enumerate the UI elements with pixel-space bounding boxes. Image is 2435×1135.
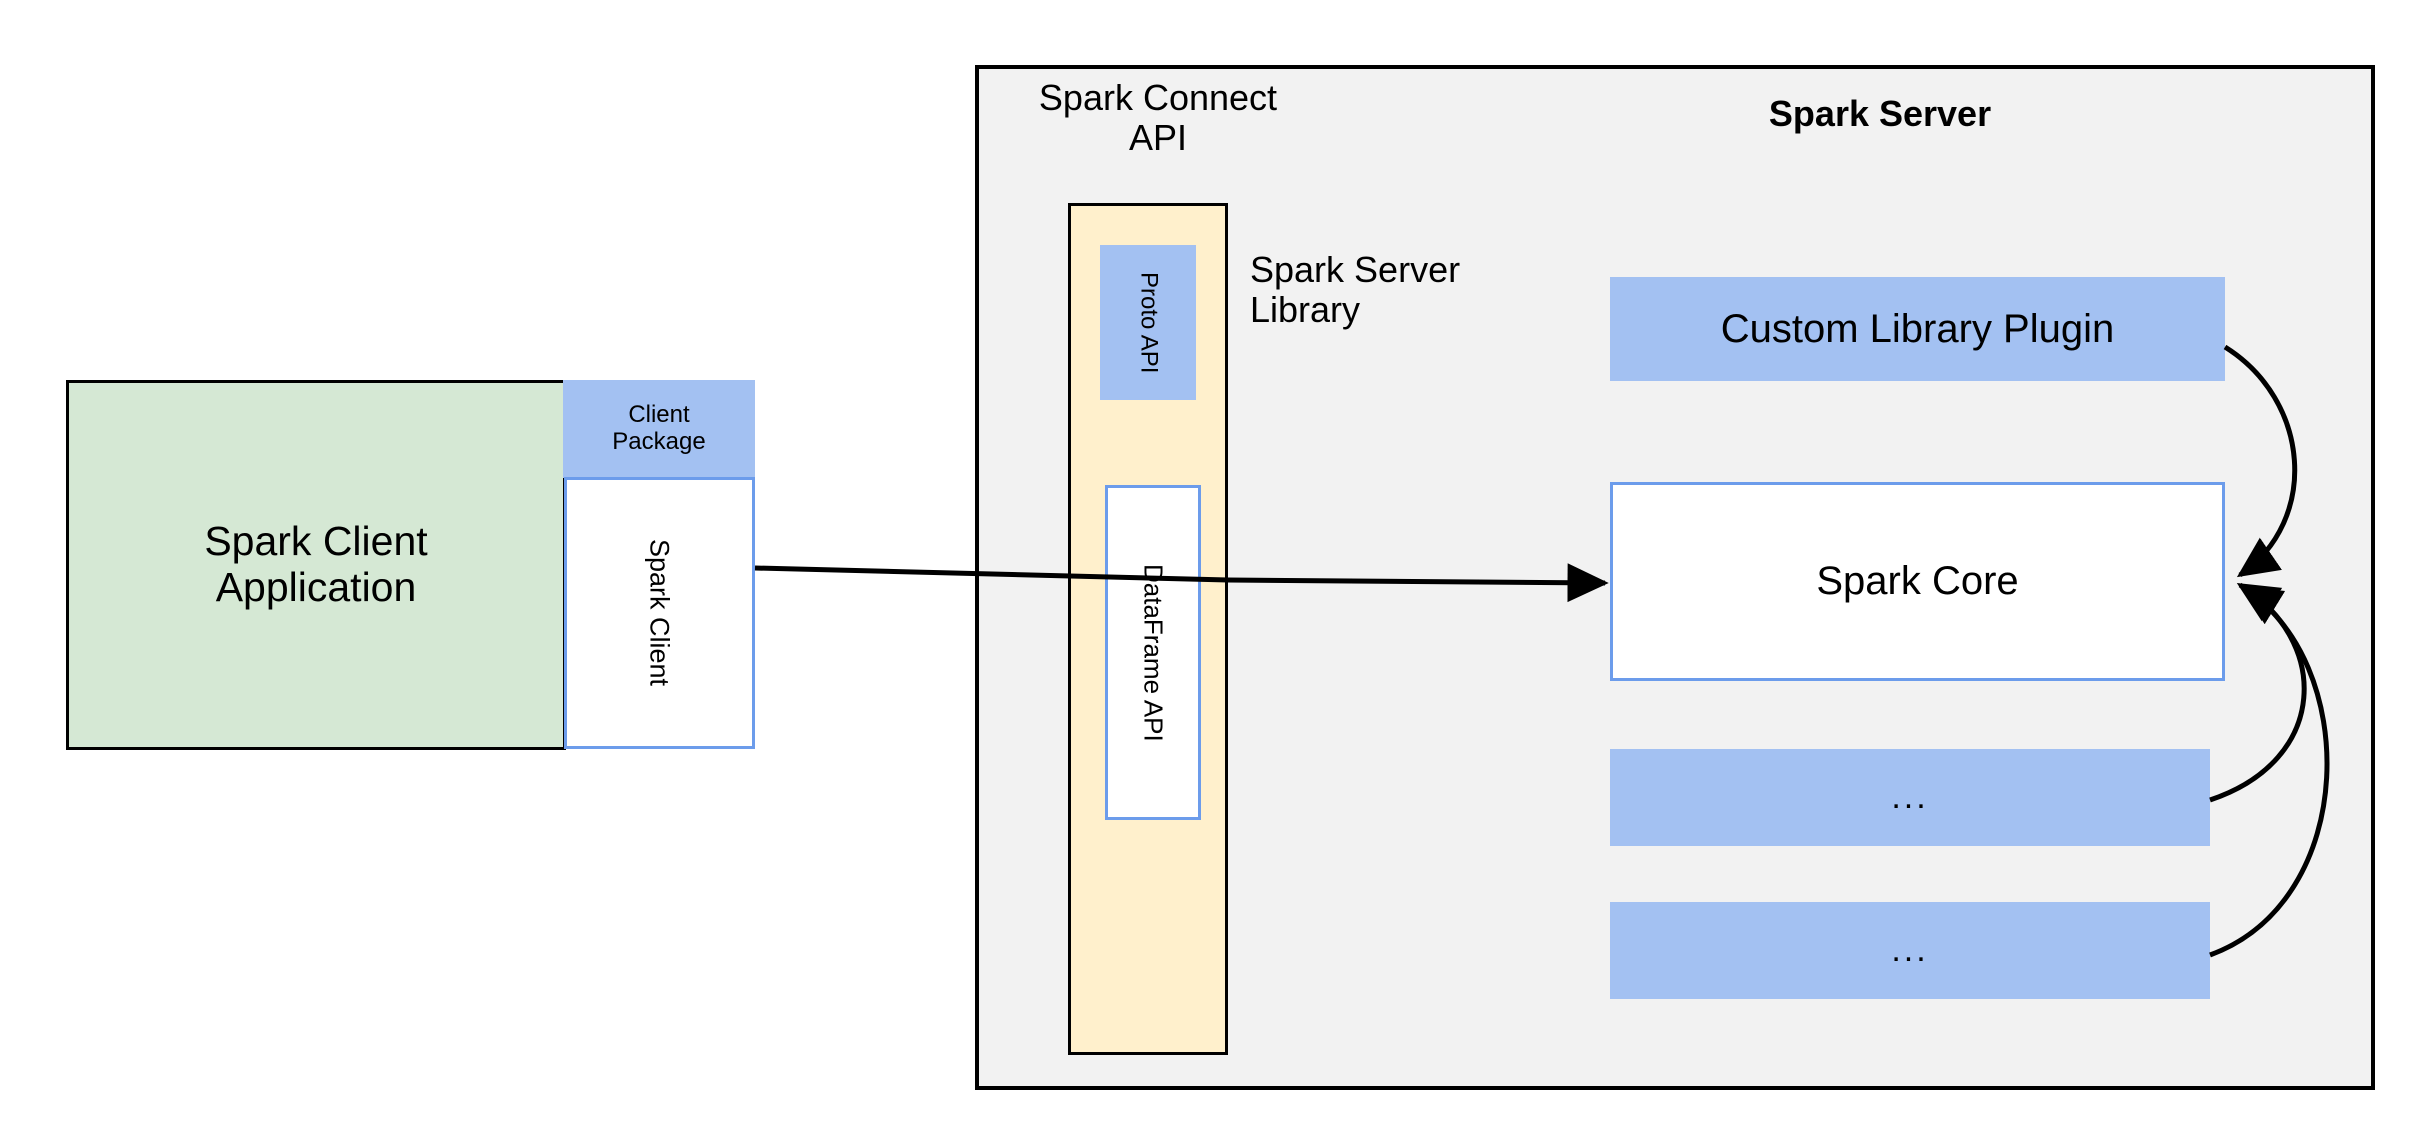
custom-library-plugin-label: Custom Library Plugin — [1720, 306, 2115, 351]
spark-client-label: Spark Client — [644, 539, 675, 687]
client-package-label: Client Package — [612, 401, 706, 456]
spark-client-application-label: Spark Client Application — [204, 518, 428, 611]
spark-client-application-label-line1: Spark Client — [204, 518, 428, 565]
client-package-label-line1: Client — [628, 401, 690, 429]
dataframe-api-label: DataFrame API — [1138, 563, 1169, 742]
ellipsis-box-2[interactable]: ... — [1610, 902, 2210, 999]
spark-server-library-label: Spark Server Library — [1250, 240, 1550, 340]
spark-connect-api-label: Spark Connect API — [1013, 68, 1303, 168]
ellipsis-box-1-label: ... — [1891, 778, 1929, 817]
ellipsis-box-2-label: ... — [1891, 931, 1929, 970]
spark-core-label: Spark Core — [1816, 559, 2019, 604]
spark-server-library-label-line2: Library — [1250, 289, 1361, 330]
spark-server-title: Spark Server — [1768, 92, 1992, 134]
spark-client-box[interactable]: Spark Client — [564, 477, 755, 749]
spark-client-application-box[interactable]: Spark Client Application — [66, 380, 566, 750]
proto-api-box[interactable]: Proto API — [1100, 245, 1196, 400]
custom-library-plugin-box[interactable]: Custom Library Plugin — [1610, 277, 2225, 381]
spark-core-box[interactable]: Spark Core — [1610, 482, 2225, 681]
spark-connect-api-label-line1: Spark Connect — [1038, 76, 1278, 118]
dataframe-api-box[interactable]: DataFrame API — [1105, 485, 1201, 820]
spark-connect-api-label-line2: API — [1128, 117, 1188, 158]
proto-api-label: Proto API — [1135, 271, 1163, 374]
client-package-box[interactable]: Client Package — [563, 380, 755, 478]
spark-client-application-label-line2: Application — [215, 564, 417, 610]
spark-server-library-label-line1: Spark Server — [1250, 248, 1461, 290]
client-package-label-line2: Package — [612, 428, 706, 455]
ellipsis-box-1[interactable]: ... — [1610, 749, 2210, 846]
